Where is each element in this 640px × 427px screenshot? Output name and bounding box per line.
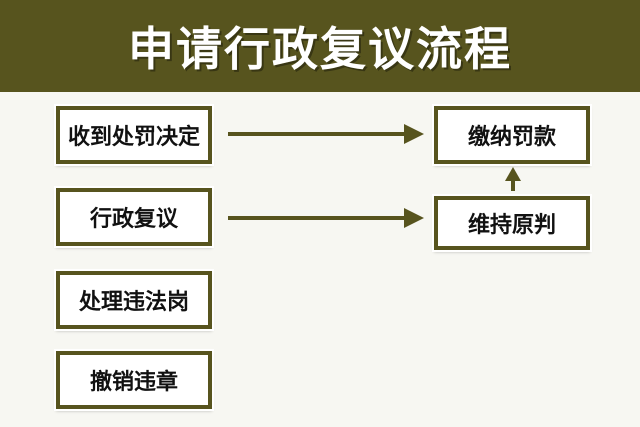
step-revoke-violation: 撤销违章 <box>56 351 212 409</box>
arrow-uphold-to-pay-head <box>505 167 521 181</box>
step-uphold-original-decision-label: 维持原判 <box>467 213 556 238</box>
step-receive-penalty-decision-label: 收到处罚决定 <box>67 125 200 150</box>
arrow-review-to-uphold-head <box>404 208 424 228</box>
step-administrative-review: 行政复议 <box>56 188 212 246</box>
page-title: 申请行政复议流程 <box>128 22 512 76</box>
step-handle-violation: 处理违法岗 <box>56 271 212 329</box>
step-uphold-original-decision: 维持原判 <box>434 196 590 250</box>
step-administrative-review-label: 行政复议 <box>89 207 178 232</box>
step-receive-penalty-decision: 收到处罚决定 <box>56 106 212 164</box>
arrow-receive-to-pay-head <box>404 124 424 144</box>
step-handle-violation-label: 处理违法岗 <box>78 290 189 315</box>
step-pay-fine-label: 缴纳罚款 <box>467 125 556 150</box>
title-banner: 申请行政复议流程 <box>0 0 640 92</box>
step-pay-fine: 缴纳罚款 <box>434 106 590 164</box>
step-revoke-violation-label: 撤销违章 <box>89 370 178 395</box>
